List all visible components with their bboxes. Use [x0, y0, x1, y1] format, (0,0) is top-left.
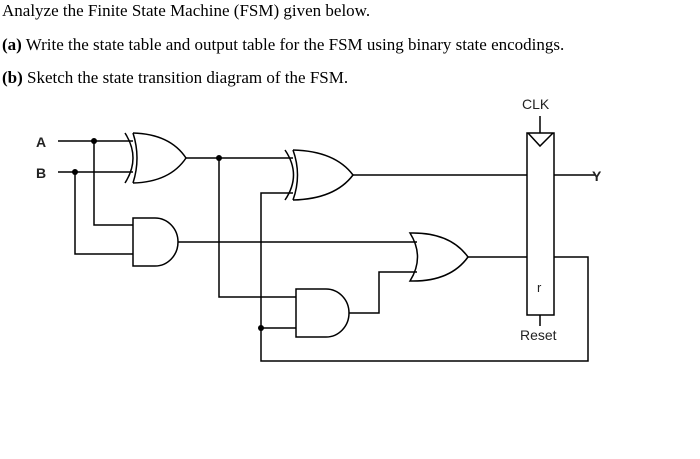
output-y-label: Y: [592, 168, 602, 184]
input-a-label: A: [36, 134, 46, 150]
junction-dot: [91, 138, 97, 144]
wire-state-feedback: [260, 192, 589, 362]
input-b-label: B: [36, 165, 46, 181]
wire-b-to-and1: [74, 172, 133, 255]
question-part-a: (a) Write the state table and output tab…: [2, 35, 564, 55]
or-gate: [408, 232, 469, 282]
part-b-label: (b): [2, 68, 23, 87]
xor-gate-1: [124, 132, 187, 184]
junction-dot: [72, 169, 78, 175]
and-gate-2: [295, 288, 350, 338]
reset-pin-label: r: [537, 280, 542, 295]
wire-and2-out: [349, 271, 417, 314]
question-intro: Analyze the Finite State Machine (FSM) g…: [2, 1, 371, 20]
junction-dot: [216, 155, 222, 161]
part-a-label: (a): [2, 35, 22, 54]
xor-gate-2: [284, 149, 354, 201]
wire-a-to-and1: [93, 141, 133, 226]
wire-xor1-to-and2: [218, 158, 296, 298]
part-a-text: Write the state table and output table f…: [21, 35, 565, 54]
part-b-text: Sketch the state transition diagram of t…: [22, 68, 349, 87]
clock-triangle: [527, 132, 554, 148]
and-gate-1: [132, 217, 179, 267]
junction-dots: [72, 138, 264, 331]
clk-label: CLK: [522, 96, 550, 112]
junction-dot: [258, 325, 264, 331]
reset-label: Reset: [520, 327, 557, 343]
question-part-b: (b) Sketch the state transition diagram …: [2, 68, 348, 88]
